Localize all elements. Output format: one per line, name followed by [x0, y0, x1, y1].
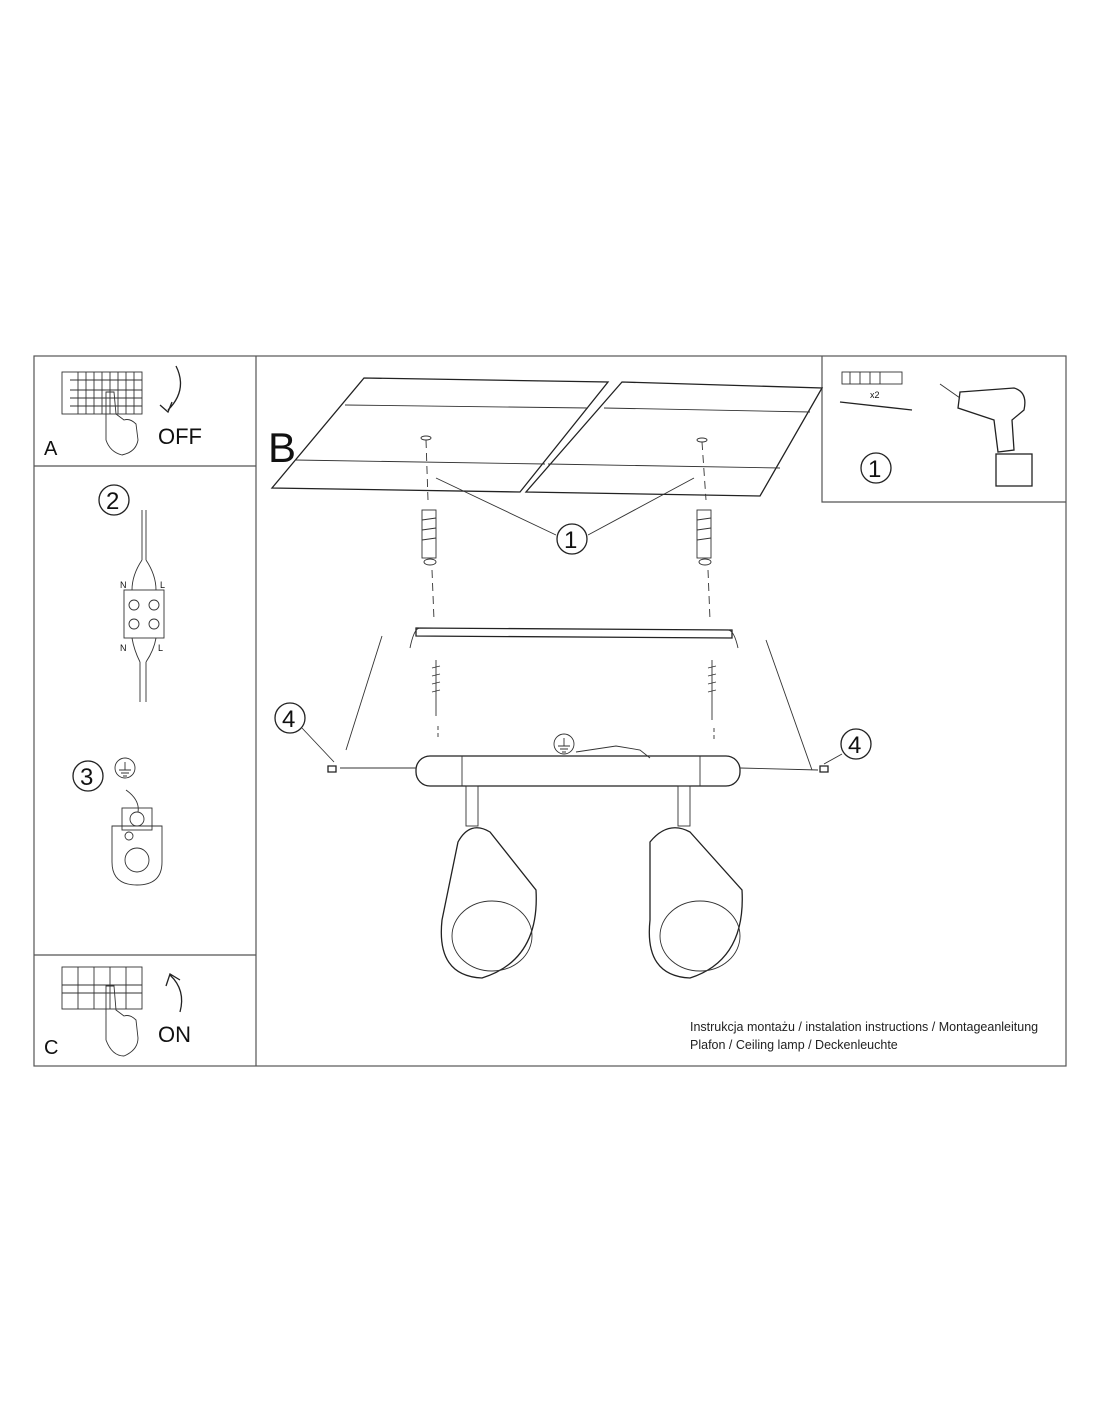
step-1-leader-lines	[435, 477, 695, 536]
panel-c-letter: C	[44, 1037, 58, 1059]
step-4-left-label: 4	[282, 706, 295, 733]
panel-a-off-label: OFF	[158, 424, 202, 449]
step-2-circle	[98, 484, 130, 516]
anchor-and-screw-icon	[839, 371, 913, 411]
wire-l-top: L	[160, 580, 165, 590]
ceiling-panels	[270, 377, 824, 501]
step-1-tools-circle	[860, 452, 892, 484]
mounting-bracket	[345, 627, 813, 771]
step-4-left-circle	[274, 702, 306, 734]
ground-symbol-icon	[114, 757, 136, 779]
breaker-off-icon	[61, 365, 182, 456]
wire-n-top: N	[120, 580, 127, 590]
step-1-circle	[556, 523, 588, 555]
panel-b-letter: B	[268, 424, 296, 471]
tools-panel-border	[821, 356, 1066, 503]
step-3-label: 3	[80, 764, 93, 791]
breaker-on-icon	[61, 966, 183, 1057]
wire-n-bottom: N	[120, 643, 127, 653]
step-3-circle	[72, 760, 104, 792]
ceiling-lamp-body	[340, 755, 819, 979]
screw-icon	[327, 765, 829, 773]
step-2-label: 2	[106, 488, 119, 515]
wall-plug-icon	[421, 509, 712, 566]
drill-icon	[939, 383, 1033, 487]
step-1-label: 1	[564, 527, 577, 554]
panel-a-letter: A	[44, 438, 58, 460]
terminal-block-icon	[123, 510, 165, 702]
step-1-tools-label: 1	[868, 456, 881, 483]
step-4-right-label: 4	[848, 732, 861, 759]
quantity-label: x2	[870, 390, 880, 400]
panel-c-on-label: ON	[158, 1022, 191, 1047]
ground-terminal-icon	[111, 789, 163, 886]
step-4-right-circle	[840, 728, 872, 760]
footer-title: Instrukcja montażu / instalation instruc…	[690, 1020, 1039, 1034]
footer-subtitle: Plafon / Ceiling lamp / Deckenleuchte	[690, 1038, 898, 1052]
outer-frame	[33, 355, 1067, 1067]
ground-wire-symbol	[553, 733, 651, 759]
wire-l-bottom: L	[158, 643, 163, 653]
